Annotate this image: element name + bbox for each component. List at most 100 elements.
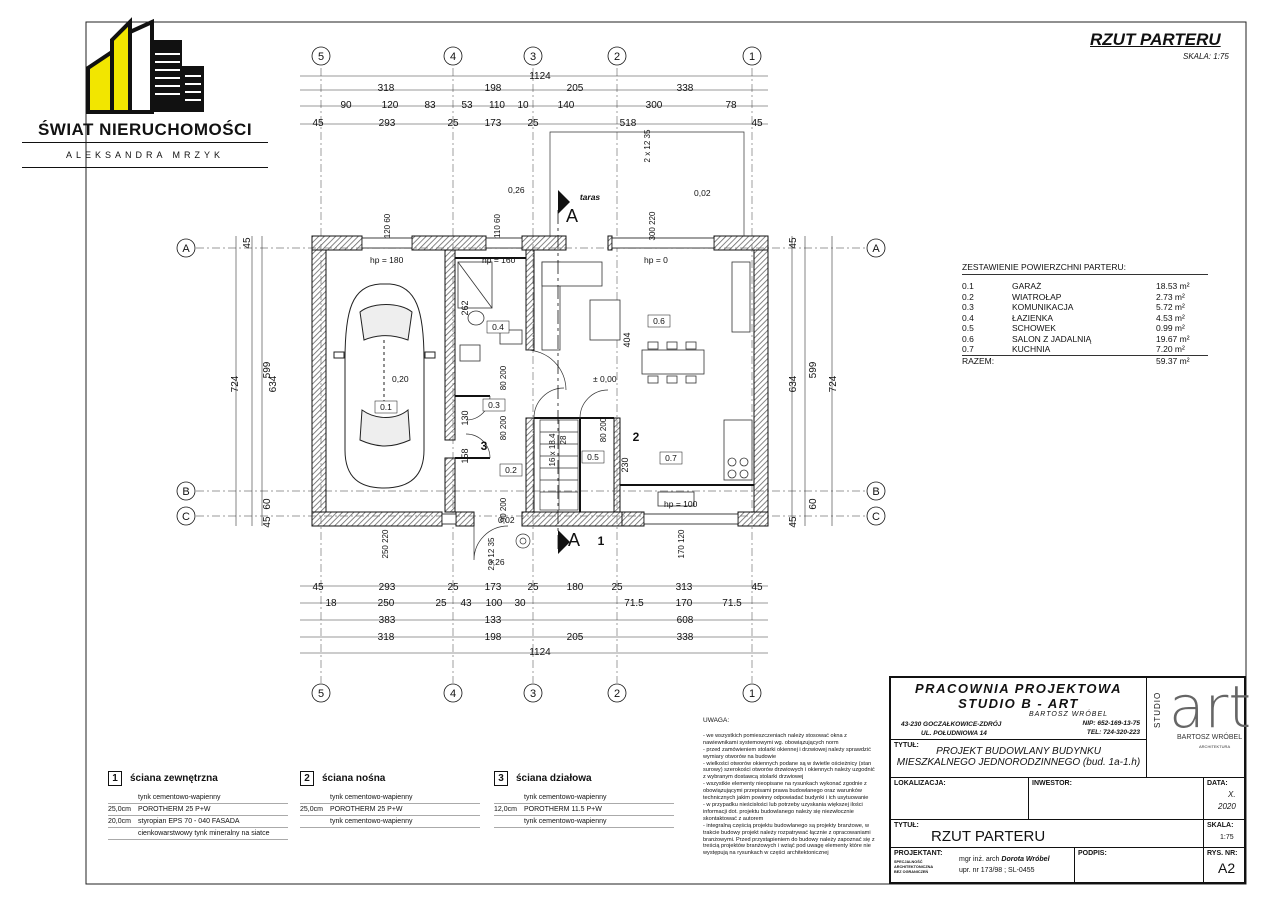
- dimension-text: 198: [485, 83, 502, 94]
- windows: [361, 237, 739, 525]
- area-name: KUCHNIA: [1012, 344, 1051, 354]
- area-total-label: RAZEM:: [962, 355, 995, 366]
- axis-label: 3: [530, 688, 536, 700]
- notes-heading: UWAGA:: [703, 717, 730, 724]
- area-summary-heading: ZESTAWIENIE POWIERZCHNI PARTERU:: [962, 262, 1208, 275]
- area-no: 0.3: [962, 302, 974, 312]
- dimension-text: 25: [527, 582, 539, 593]
- wall-layer-material: styropian EPS 70 - 040 FASADA: [138, 818, 240, 825]
- investor-label: INWESTOR:: [1032, 780, 1072, 787]
- sign-label: PODPIS:: [1078, 850, 1107, 857]
- car-icon: [333, 283, 436, 489]
- designer-cell: PROJEKTANT: SPECJALNOŚĆ ARCHITEKTONICZNA…: [891, 848, 1075, 882]
- logo-building-icon: [86, 17, 204, 114]
- axis-label: A: [182, 243, 190, 255]
- axis-label: 1: [749, 688, 755, 700]
- dimension-text: 338: [677, 83, 694, 94]
- axis-bubble: [176, 481, 196, 501]
- dimension-text: 293: [379, 118, 396, 129]
- area-name: SALON Z JADALNIĄ: [1012, 333, 1092, 344]
- area-no: 0.7: [962, 344, 974, 354]
- dimension-text: 18: [325, 598, 337, 609]
- wall-layer-row: cienkowarstwowy tynk mineralny na siatce: [108, 828, 288, 840]
- plan-annotation: 158: [460, 448, 470, 463]
- note-item: - w przypadku nieścisłości lub potrzeby …: [703, 801, 863, 822]
- axis-label: 1: [749, 51, 755, 63]
- wall-layer-thickness: 20,0cm: [108, 818, 131, 825]
- dimension-text: 634: [268, 375, 279, 392]
- axis-bubble: [866, 238, 886, 258]
- drawing-scale: SKALA: 1:75: [1183, 52, 1229, 61]
- plan-annotation: 2 x 12 35: [487, 537, 496, 570]
- terrace: [549, 131, 745, 236]
- dimension-text: 518: [620, 118, 637, 129]
- plan-annotation: 300 220: [648, 211, 657, 240]
- firm-nip: NIP: 652-169-13-75: [1082, 720, 1140, 727]
- area-area: 5.72 m²: [1156, 302, 1185, 312]
- dimension-text: 45: [788, 237, 799, 249]
- brand-cell: STUDIO art BARTOSZ WRÓBEL ARCHITEKTURA: [1147, 678, 1251, 778]
- dimension-text: 45: [312, 582, 324, 593]
- dimension-text: 25: [611, 582, 623, 593]
- title2-label: TYTUŁ:: [894, 822, 919, 829]
- plan-annotation: A: [568, 530, 580, 550]
- room-label: 0.2: [505, 465, 517, 475]
- plan-annotation: 3: [481, 439, 488, 453]
- axis-label: 4: [450, 51, 456, 63]
- dimension-text: 53: [461, 100, 473, 111]
- wall-layer-material: tynk cementowo-wapienny: [330, 794, 413, 801]
- level-mark: 0,26: [508, 185, 525, 195]
- axis-bubble: [607, 683, 627, 703]
- hp-label: hp = 100: [664, 499, 698, 509]
- wall-layer-row: 20,0cm styropian EPS 70 - 040 FASADA: [108, 816, 288, 828]
- dimension-text: 724: [828, 375, 839, 392]
- dimension-text: 293: [379, 582, 396, 593]
- level-mark: 0,20: [392, 374, 409, 384]
- plan-annotation: 28: [559, 435, 568, 444]
- firm-cell: PRACOWNIA PROJEKTOWA STUDIO B - ART BART…: [891, 678, 1147, 740]
- partitions: [455, 257, 754, 512]
- dimension-text: 45: [751, 118, 763, 129]
- section-line-a: [557, 190, 570, 554]
- dimension-text: 25: [447, 118, 459, 129]
- plan-annotation: 170 120: [677, 529, 686, 558]
- dimension-text: 250: [378, 598, 395, 609]
- axis-bubble: [443, 46, 463, 66]
- wall-layer-row: tynk cementowo-wapienny: [494, 816, 674, 828]
- dimension-text: 198: [485, 632, 502, 643]
- dimension-text: 45: [262, 516, 273, 528]
- logo-owner: ALEKSANDRA MRZYK: [65, 150, 225, 160]
- wall-legend-title: ściana nośna: [322, 773, 386, 784]
- dimension-text: 173: [485, 118, 502, 129]
- title2-value: RZUT PARTERU: [931, 828, 1046, 845]
- area-area: 19.67 m²: [1156, 333, 1190, 344]
- plan-annotation: 110 60: [493, 214, 502, 238]
- wall-layer-material: POROTHERM 11.5 P+W: [524, 806, 602, 813]
- dimension-text: 170: [676, 598, 693, 609]
- axis-label: C: [182, 511, 190, 523]
- sign-cell: PODPIS:: [1075, 848, 1204, 882]
- wall-legend-number: 3: [494, 771, 508, 786]
- drawing-no-cell: RYS. NR: A2: [1204, 848, 1244, 882]
- logo-name: ŚWIAT NIERUCHOMOŚCI: [37, 120, 253, 139]
- wall-layer-thickness: 25,0cm: [108, 806, 131, 813]
- axis-bubble: [866, 506, 886, 526]
- dimension-text: 43: [460, 598, 472, 609]
- logo-divider: [22, 142, 268, 143]
- axis-label: 5: [318, 688, 324, 700]
- dimension-text: 133: [485, 615, 502, 626]
- axis-bubble: [523, 683, 543, 703]
- level-mark: ± 0,00: [593, 374, 617, 384]
- dimension-text: 634: [788, 375, 799, 392]
- area-no: 0.2: [962, 291, 974, 302]
- area-name: GARAŻ: [1012, 281, 1042, 291]
- area-area: 18.53 m²: [1156, 281, 1190, 291]
